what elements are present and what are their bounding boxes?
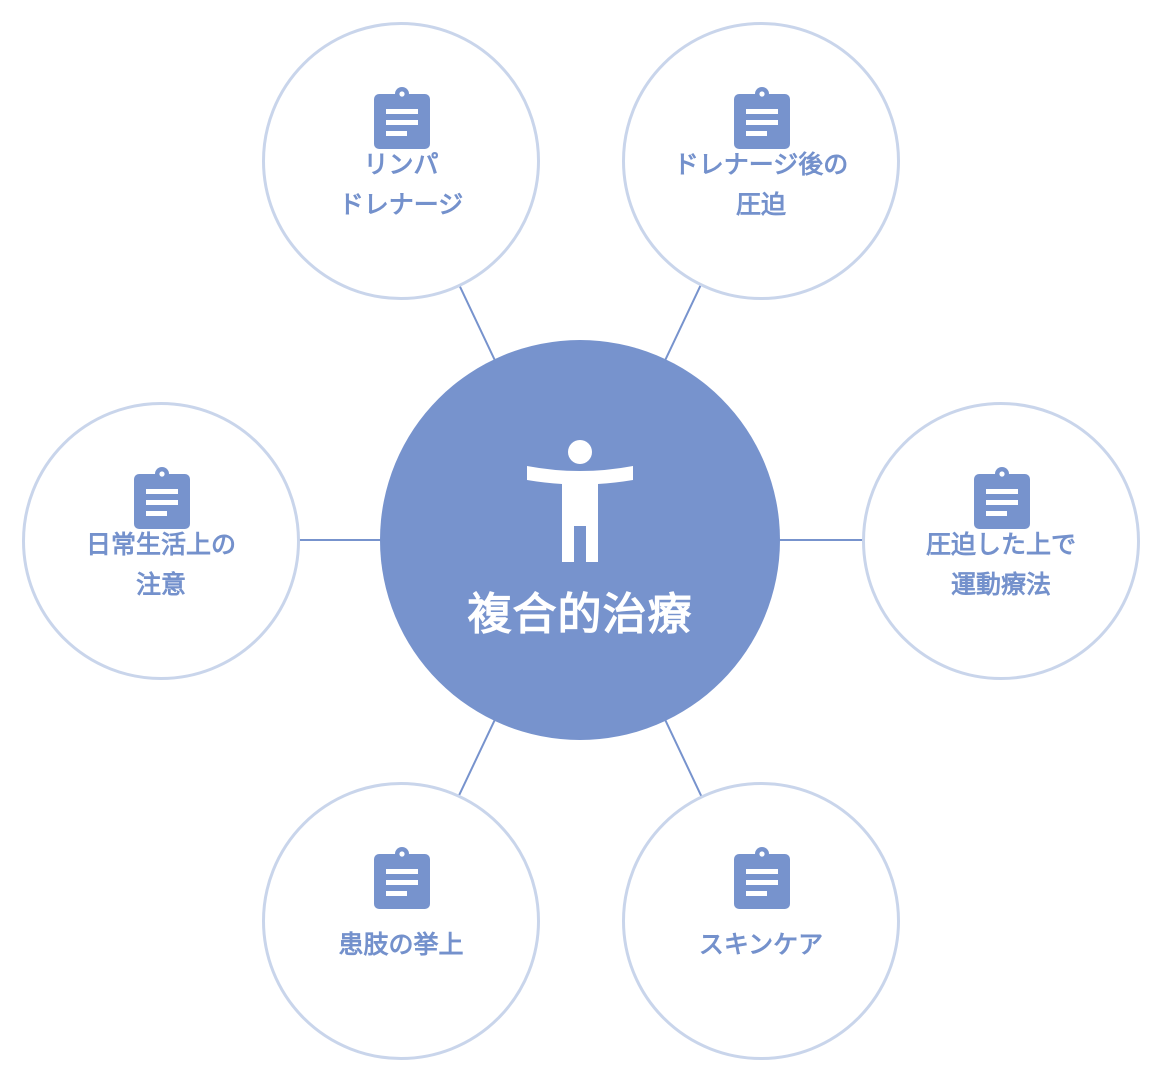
- clipboard-icon: [374, 87, 430, 149]
- node-label: スキンケア: [698, 930, 824, 959]
- clipboard-icon: [734, 847, 790, 909]
- node-label: ドレナージ後の 圧迫: [673, 150, 849, 219]
- node-limb-elevation: 患肢の挙上: [262, 782, 540, 1060]
- node-label: 圧迫した上で 運動療法: [925, 530, 1076, 599]
- node-label: リンパ ドレナージ: [338, 150, 464, 219]
- clipboard-icon: [374, 847, 430, 909]
- clipboard-icon: [974, 467, 1030, 529]
- node-post-drainage-compression: ドレナージ後の 圧迫: [622, 22, 900, 300]
- node-skin-care: スキンケア: [622, 782, 900, 1060]
- center-node: 複合的治療: [380, 340, 780, 740]
- clipboard-icon: [734, 87, 790, 149]
- node-label: 患肢の挙上: [338, 930, 464, 959]
- node-lymph-drainage: リンパ ドレナージ: [262, 22, 540, 300]
- person-arms-open-icon: [527, 440, 633, 562]
- node-exercise-therapy: 圧迫した上で 運動療法: [862, 402, 1140, 680]
- node-label: 日常生活上の 注意: [85, 530, 236, 599]
- clipboard-icon: [134, 467, 190, 529]
- center-title: 複合的治療: [467, 589, 693, 640]
- node-daily-life-cautions: 日常生活上の 注意: [22, 402, 300, 680]
